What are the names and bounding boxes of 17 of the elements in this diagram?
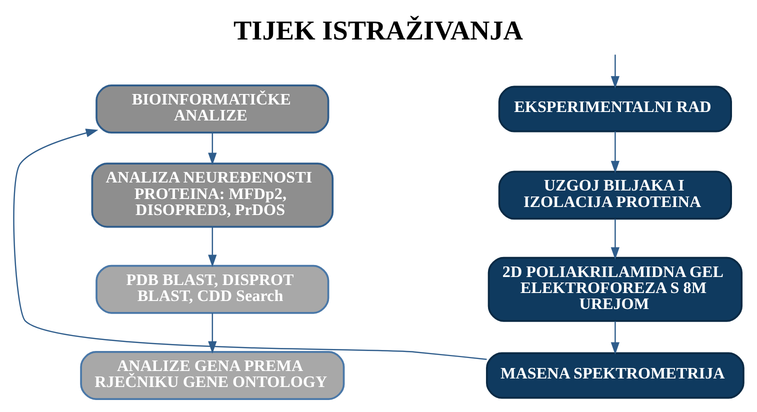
- arrow: [13, 128, 487, 360]
- arrow: [610, 130, 620, 173]
- node-box: PDB BLAST, DISPROT BLAST, CDD Search: [96, 264, 330, 314]
- diagram-title: TIJEK ISTRAŽIVANJA: [234, 14, 523, 45]
- arrow: [208, 312, 217, 354]
- node-box: EKSPERIMENTALNI RAD: [498, 85, 732, 132]
- arrow: [208, 226, 217, 267]
- node-box: ANALIZA NEUREĐENOSTI PROTEINA: MFDp2, DISOPRED3, PrDOS: [91, 162, 334, 228]
- node-box: UZGOJ BILJAKA I IZOLACIJA PROTEINA: [498, 170, 732, 220]
- node-box: MASENA SPEKTROMETRIJA: [486, 352, 744, 398]
- arrow: [610, 218, 620, 260]
- node-box: 2D POLIAKRILAMIDNA GEL ELEKTROFOREZA S 8M UREJOM: [488, 256, 743, 322]
- arrow: [610, 54, 620, 88]
- node-box: BIOINFORMATIČKE ANALIZE: [96, 84, 330, 134]
- arrow: [208, 132, 217, 165]
- node-box: ANALIZE GENA PREMA RJEČNIKU GENE ONTOLOGY: [80, 350, 345, 400]
- arrow: [610, 320, 620, 354]
